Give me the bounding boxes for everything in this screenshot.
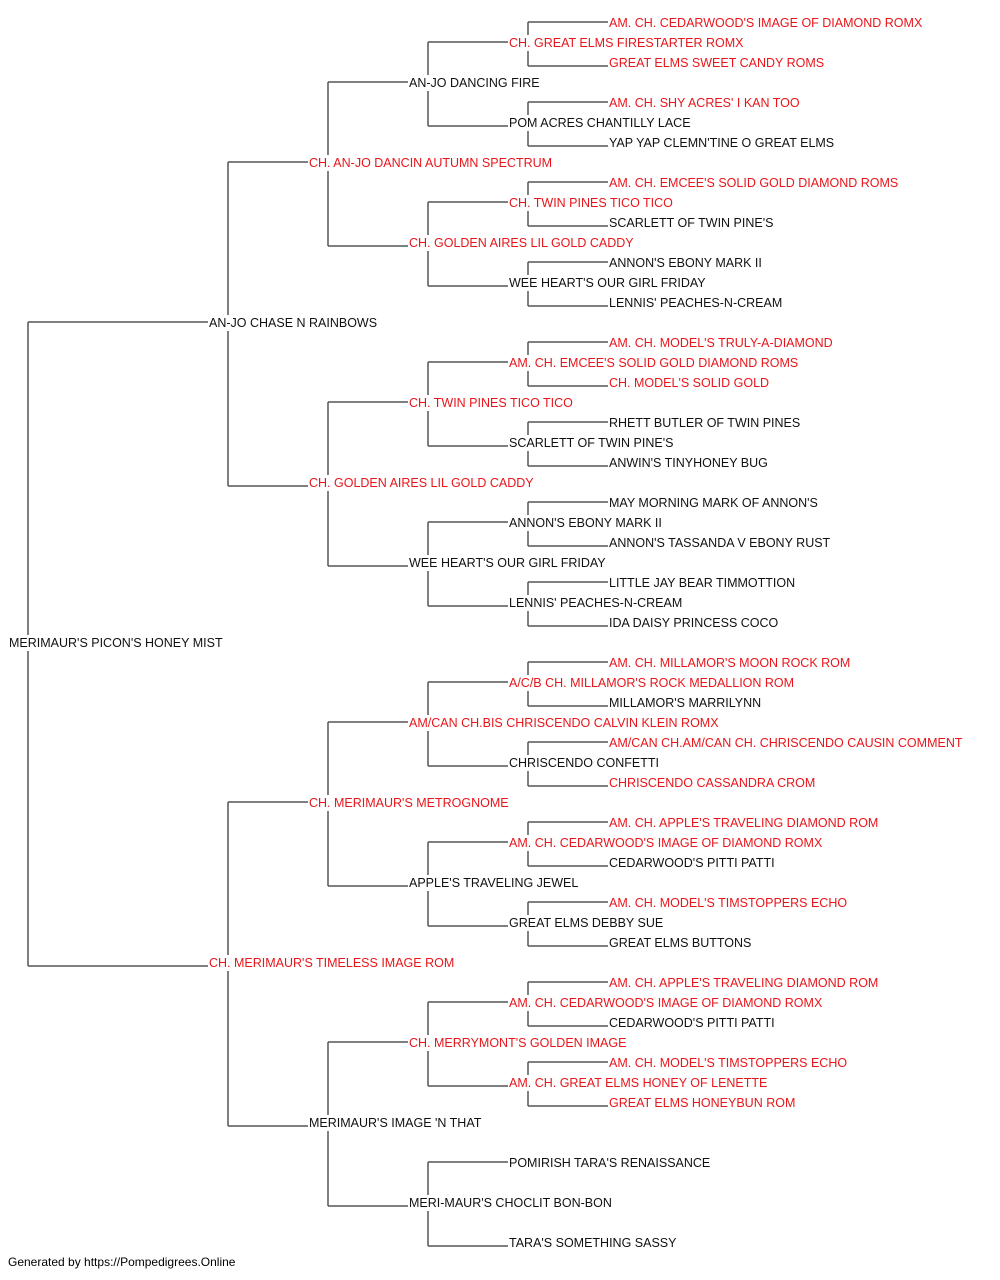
dog-name-pedigree-dam-sire-dam-dam: GREAT ELMS DEBBY SUE <box>508 915 665 931</box>
dog-name-pedigree-dam-dam-sire: CH. MERRYMONT'S GOLDEN IMAGE <box>408 1035 628 1051</box>
dog-name-pedigree-sire-dam-sire-sire-dam: CH. MODEL'S SOLID GOLD <box>608 375 771 391</box>
dog-name-pedigree-sire-sire-sire-sire-sire: AM. CH. CEDARWOOD'S IMAGE OF DIAMOND ROM… <box>608 15 924 31</box>
dog-name-pedigree-dam-sire-dam: APPLE'S TRAVELING JEWEL <box>408 875 580 891</box>
dog-name-pedigree-dam-sire-dam-sire-sire: AM. CH. APPLE'S TRAVELING DIAMOND ROM <box>608 815 880 831</box>
dog-name-pedigree-dam-sire-sire-sire-dam: MILLAMOR'S MARRILYNN <box>608 695 763 711</box>
dog-name-pedigree-sire-sire: CH. AN-JO DANCIN AUTUMN SPECTRUM <box>308 155 554 171</box>
dog-name-pedigree-sire-dam-dam-sire: ANNON'S EBONY MARK II <box>508 515 663 531</box>
dog-name-pedigree-sire-sire-dam-sire-dam: SCARLETT OF TWIN PINE'S <box>608 215 775 231</box>
dog-name-pedigree-dam-sire-dam-sire-dam: CEDARWOOD'S PITTI PATTI <box>608 855 776 871</box>
dog-name-pedigree-sire-dam-sire-dam: SCARLETT OF TWIN PINE'S <box>508 435 675 451</box>
dog-name-pedigree-sire-dam-dam: WEE HEART'S OUR GIRL FRIDAY <box>408 555 607 571</box>
dog-name-pedigree-sire-sire-dam-sire: CH. TWIN PINES TICO TICO <box>508 195 674 211</box>
dog-name-pedigree-sire-sire-sire-dam: POM ACRES CHANTILLY LACE <box>508 115 692 131</box>
dog-name-pedigree-dam-dam-sire-dam: AM. CH. GREAT ELMS HONEY OF LENETTE <box>508 1075 769 1091</box>
dog-name-pedigree-sire-sire-sire-dam-dam: YAP YAP CLEMN'TINE O GREAT ELMS <box>608 135 836 151</box>
dog-name-pedigree: MERIMAUR'S PICON'S HONEY MIST <box>8 635 224 651</box>
dog-name-pedigree-dam-sire-sire: AM/CAN CH.BIS CHRISCENDO CALVIN KLEIN RO… <box>408 715 720 731</box>
dog-name-pedigree-sire-dam: CH. GOLDEN AIRES LIL GOLD CADDY <box>308 475 535 491</box>
dog-name-pedigree-dam-sire-sire-dam-sire: AM/CAN CH.AM/CAN CH. CHRISCENDO CAUSIN C… <box>608 735 964 751</box>
dog-name-pedigree-sire-sire-dam-dam-dam: LENNIS' PEACHES-N-CREAM <box>608 295 784 311</box>
dog-name-pedigree-sire-sire-dam-dam-sire: ANNON'S EBONY MARK II <box>608 255 763 271</box>
dog-name-pedigree-sire-dam-dam-sire-dam: ANNON'S TASSANDA V EBONY RUST <box>608 535 832 551</box>
dog-name-pedigree-sire-dam-dam-dam-dam: IDA DAISY PRINCESS COCO <box>608 615 780 631</box>
dog-name-pedigree-dam-dam: MERIMAUR'S IMAGE 'N THAT <box>308 1115 483 1131</box>
dog-name-pedigree-dam-dam-dam-dam: TARA'S SOMETHING SASSY <box>508 1235 678 1251</box>
dog-name-pedigree-dam-sire-dam-dam-sire: AM. CH. MODEL'S TIMSTOPPERS ECHO <box>608 895 849 911</box>
dog-name-pedigree-dam-sire-dam-sire: AM. CH. CEDARWOOD'S IMAGE OF DIAMOND ROM… <box>508 835 824 851</box>
dog-name-pedigree-dam-sire-dam-dam-dam: GREAT ELMS BUTTONS <box>608 935 753 951</box>
dog-name-pedigree-sire-sire-sire-sire: CH. GREAT ELMS FIRESTARTER ROMX <box>508 35 745 51</box>
dog-name-pedigree-dam: CH. MERIMAUR'S TIMELESS IMAGE ROM <box>208 955 456 971</box>
dog-name-pedigree-sire-dam-sire-sire: AM. CH. EMCEE'S SOLID GOLD DIAMOND ROMS <box>508 355 800 371</box>
dog-name-pedigree-sire-sire-dam-dam: WEE HEART'S OUR GIRL FRIDAY <box>508 275 707 291</box>
dog-name-pedigree-sire-dam-sire: CH. TWIN PINES TICO TICO <box>408 395 574 411</box>
generated-by-footer: Generated by https://Pompedigrees.Online <box>8 1255 236 1269</box>
dog-name-pedigree-dam-sire: CH. MERIMAUR'S METROGNOME <box>308 795 510 811</box>
dog-name-pedigree-sire-dam-sire-dam-sire: RHETT BUTLER OF TWIN PINES <box>608 415 802 431</box>
dog-name-pedigree-dam-dam-sire-dam-dam: GREAT ELMS HONEYBUN ROM <box>608 1095 797 1111</box>
dog-name-pedigree-sire-dam-sire-dam-dam: ANWIN'S TINYHONEY BUG <box>608 455 769 471</box>
dog-name-pedigree-dam-sire-sire-dam-dam: CHRISCENDO CASSANDRA CROM <box>608 775 817 791</box>
dog-name-pedigree-dam-dam-sire-sire-dam: CEDARWOOD'S PITTI PATTI <box>608 1015 776 1031</box>
dog-name-pedigree-sire-sire-sire-sire-dam: GREAT ELMS SWEET CANDY ROMS <box>608 55 826 71</box>
dog-name-pedigree-sire: AN-JO CHASE N RAINBOWS <box>208 315 379 331</box>
dog-name-pedigree-dam-dam-dam-sire: POMIRISH TARA'S RENAISSANCE <box>508 1155 712 1171</box>
dog-name-pedigree-sire-dam-dam-dam: LENNIS' PEACHES-N-CREAM <box>508 595 684 611</box>
dog-name-pedigree-dam-dam-dam: MERI-MAUR'S CHOCLIT BON-BON <box>408 1195 613 1211</box>
dog-name-pedigree-sire-sire-dam-sire-sire: AM. CH. EMCEE'S SOLID GOLD DIAMOND ROMS <box>608 175 900 191</box>
dog-name-pedigree-sire-dam-dam-sire-sire: MAY MORNING MARK OF ANNON'S <box>608 495 819 511</box>
dog-name-pedigree-sire-sire-sire-dam-sire: AM. CH. SHY ACRES' I KAN TOO <box>608 95 801 111</box>
dog-name-pedigree-sire-sire-dam: CH. GOLDEN AIRES LIL GOLD CADDY <box>408 235 635 251</box>
dog-name-pedigree-dam-sire-sire-dam: CHRISCENDO CONFETTI <box>508 755 660 771</box>
dog-name-pedigree-dam-sire-sire-sire-sire: AM. CH. MILLAMOR'S MOON ROCK ROM <box>608 655 852 671</box>
dog-name-pedigree-dam-dam-sire-sire-sire: AM. CH. APPLE'S TRAVELING DIAMOND ROM <box>608 975 880 991</box>
dog-name-pedigree-dam-sire-sire-sire: A/C/B CH. MILLAMOR'S ROCK MEDALLION ROM <box>508 675 796 691</box>
dog-name-pedigree-sire-sire-sire: AN-JO DANCING FIRE <box>408 75 541 91</box>
dog-name-pedigree-dam-dam-sire-dam-sire: AM. CH. MODEL'S TIMSTOPPERS ECHO <box>608 1055 849 1071</box>
dog-name-pedigree-sire-dam-sire-sire-sire: AM. CH. MODEL'S TRULY-A-DIAMOND <box>608 335 834 351</box>
dog-name-pedigree-dam-dam-sire-sire: AM. CH. CEDARWOOD'S IMAGE OF DIAMOND ROM… <box>508 995 824 1011</box>
dog-name-pedigree-sire-dam-dam-dam-sire: LITTLE JAY BEAR TIMMOTTION <box>608 575 797 591</box>
